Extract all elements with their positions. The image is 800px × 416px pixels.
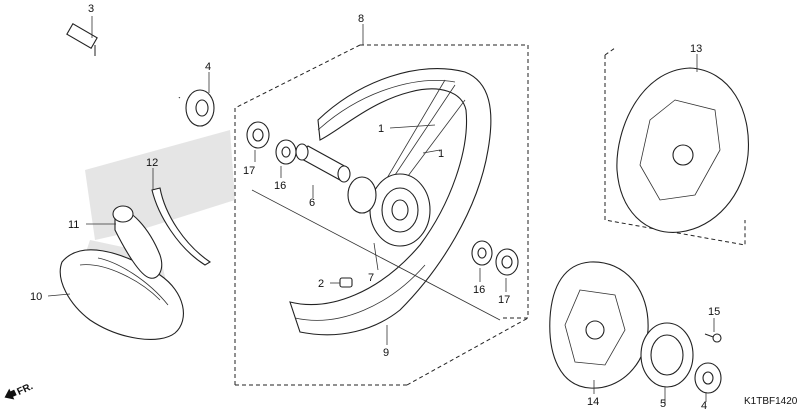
disc-frame: [604, 47, 746, 246]
callout-8: 8: [358, 13, 364, 25]
valve-nut: [339, 277, 353, 288]
callout-2: 2: [318, 278, 324, 290]
callout-1-upper: 1: [378, 123, 384, 135]
disc-bolt: [704, 333, 722, 343]
axle: [66, 23, 181, 99]
direction-label: FR.: [16, 381, 35, 398]
distance-collar: [295, 143, 351, 183]
callout-4-bottom: 4: [701, 400, 707, 411]
callout-3: 3: [88, 3, 94, 15]
leader-lines: [47, 16, 715, 404]
disc-plate: [640, 322, 694, 388]
callout-6: 6: [309, 197, 315, 209]
bearing-left-inner: [275, 139, 297, 165]
hub: [347, 173, 431, 247]
callout-15: 15: [708, 306, 720, 318]
callout-12: 12: [146, 157, 158, 169]
collar-bottom: [694, 362, 722, 394]
bearing-right-inner: [471, 240, 493, 266]
front-disc: [616, 67, 750, 233]
tube: [112, 205, 163, 279]
callout-4-top: 4: [205, 61, 211, 73]
callout-1-lower: 1: [438, 148, 444, 160]
bearing-right-outer: [495, 248, 519, 276]
callout-11: 11: [68, 219, 79, 231]
callout-10: 10: [30, 291, 42, 303]
callout-13: 13: [690, 43, 702, 55]
tire: [59, 249, 184, 340]
callout-14: 14: [587, 396, 599, 408]
rim: [289, 68, 492, 336]
callout-9: 9: [383, 347, 389, 359]
callout-17-right: 17: [498, 294, 510, 306]
front-direction-arrow: FR.: [4, 381, 35, 400]
diagram-code: K1TBF1420: [744, 396, 798, 407]
bearing-left-outer: [246, 121, 270, 149]
callout-5: 5: [660, 398, 666, 410]
callout-16-right: 16: [473, 284, 485, 296]
rear-disc: [549, 261, 649, 389]
wheel-assembly-frame: [234, 44, 529, 386]
callout-17-left: 17: [243, 165, 255, 177]
callout-7: 7: [368, 272, 374, 284]
collar-top: [185, 89, 215, 127]
callout-16-left: 16: [274, 180, 286, 192]
rim-band: [151, 187, 212, 266]
